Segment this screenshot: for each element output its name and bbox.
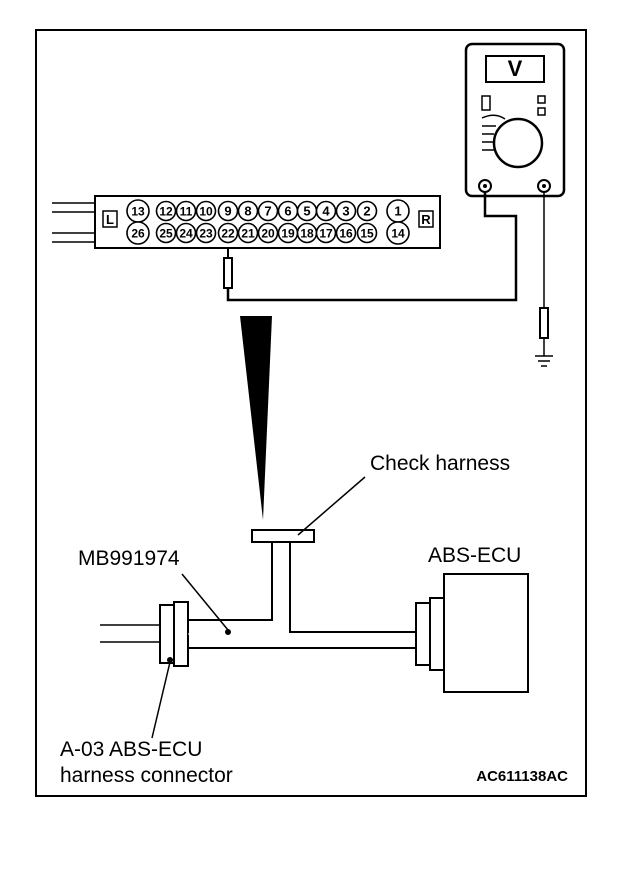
test-lead-wire	[226, 192, 518, 302]
connector-pin-label: 7	[264, 204, 271, 219]
connector-pin-label: 8	[244, 204, 251, 219]
connector-pin-label: 1	[394, 204, 401, 219]
connector-pin-label: 4	[322, 204, 330, 219]
voltmeter-button-icon	[537, 95, 546, 104]
voltmeter-button-icon	[537, 107, 546, 116]
check-harness-cable	[187, 541, 417, 649]
label-abs-ecu: ABS-ECU	[428, 544, 521, 567]
leader-adapter	[181, 573, 229, 631]
connector-pin	[217, 200, 239, 222]
connector-pin	[195, 200, 217, 222]
connector-pin	[257, 222, 279, 244]
connector-pin	[237, 222, 259, 244]
label-connector-line1: A-03 ABS-ECU	[60, 738, 202, 761]
connector-pin-label: 18	[300, 227, 314, 241]
figure-code: AC611138AC	[476, 768, 568, 785]
ground-lead	[535, 192, 553, 367]
connector-pin	[315, 222, 337, 244]
harness-assembly	[100, 529, 529, 693]
connector-pin	[217, 222, 239, 244]
connector-pin-label: 21	[241, 227, 255, 241]
connector-right-tag	[418, 210, 434, 228]
label-connector-line2: harness connector	[60, 764, 233, 787]
connector-pin-label: 26	[131, 227, 145, 241]
connector-pin-label: 6	[284, 204, 291, 219]
connector-pin	[356, 200, 378, 222]
probe-tip	[223, 257, 233, 289]
connector-pin-label: 23	[199, 227, 213, 241]
connector-right-tag-label: R	[421, 212, 431, 227]
vehicle-connector-inner	[173, 601, 189, 667]
connector-pin-label: 5	[303, 204, 310, 219]
connector-pin-label: 20	[261, 227, 275, 241]
connector-pin-label: 14	[391, 227, 405, 241]
ground-clip	[539, 307, 549, 339]
connector-pin	[126, 221, 150, 245]
connector-pin-label: 10	[199, 205, 213, 219]
connector-pin-label: 11	[180, 205, 193, 219]
connector-pin	[335, 200, 357, 222]
connector-pin	[356, 222, 378, 244]
voltmeter-dial	[492, 117, 544, 169]
leader-check-harness	[297, 476, 366, 536]
connector-pin-label: 3	[342, 204, 349, 219]
ecu-connector-outer	[415, 602, 431, 666]
connector-pin	[335, 222, 357, 244]
connector-pin-label: 22	[221, 227, 235, 241]
voltmeter-mode-symbol: V	[508, 56, 523, 81]
connector-pin	[155, 200, 177, 222]
voltmeter-scale-arc	[481, 114, 506, 120]
check-harness-terminal	[251, 529, 315, 543]
connector-pin	[386, 221, 410, 245]
zoom-pointer-wedge	[240, 316, 272, 520]
connector-pin	[315, 200, 337, 222]
connector-pin	[155, 222, 177, 244]
connector-left-tag	[102, 210, 118, 228]
voltmeter-switch-icon	[481, 95, 491, 111]
connector-pin	[175, 200, 197, 222]
abs-ecu-box	[443, 573, 529, 693]
connector-pin-label: 9	[224, 204, 231, 219]
connector-pin	[195, 222, 217, 244]
connector-pin	[257, 200, 279, 222]
connector-left-tag-label: L	[106, 212, 114, 227]
figure-frame	[35, 29, 587, 797]
vehicle-connector-outer	[159, 604, 175, 664]
label-adapter-part: MB991974	[78, 547, 180, 570]
connector-pin-label: 19	[281, 227, 295, 241]
label-check-harness: Check harness	[370, 452, 510, 475]
connector-pin-label: 15	[360, 227, 374, 241]
connector-pin-label: 25	[159, 227, 173, 241]
ecu-connector-inner	[429, 597, 445, 671]
connector-pin	[237, 200, 259, 222]
connector-pin-label: 16	[339, 227, 353, 241]
connector-pin-label: 2	[363, 204, 370, 219]
leader-connector	[151, 661, 171, 739]
connector-pin-label: 17	[319, 227, 333, 241]
voltmeter: V	[464, 42, 566, 198]
voltmeter-display	[485, 55, 545, 83]
connector-pin	[175, 222, 197, 244]
connector-pin-label: 13	[131, 205, 145, 219]
connector-pin-label: 12	[159, 205, 173, 219]
connector-pin-label: 24	[179, 227, 193, 241]
